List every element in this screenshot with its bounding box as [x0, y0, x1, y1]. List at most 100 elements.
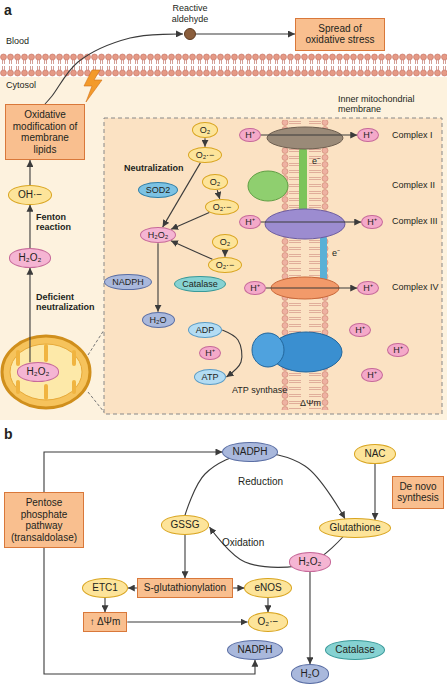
oxygen-ellipse: O₂ [212, 234, 239, 250]
outcome-box: Spread of oxidative stress [295, 18, 385, 51]
proton-ellipse: H⁺ [244, 281, 266, 295]
node-text: GSSG [171, 519, 200, 531]
electron-label: e⁻ [312, 156, 320, 166]
part-label: ATP synthase [232, 385, 287, 395]
node-text: H⁺ [355, 325, 365, 335]
protein-ellipse: eNOS [244, 578, 291, 598]
node-text: H⁺ [367, 370, 377, 380]
pathway-box: Pentose phosphate pathway (transaldolase… [4, 492, 84, 548]
crista [16, 352, 20, 364]
node-text: H₂O₂ [19, 252, 42, 264]
node-text: H⁺ [363, 283, 373, 293]
arrow-connector [267, 598, 268, 613]
superoxide-ellipse: O₂·− [248, 612, 289, 632]
arrow-connector [204, 138, 205, 147]
arrow-connector [29, 268, 30, 363]
cofactor-ellipse: NADPH [104, 274, 152, 290]
cofactor-ellipse: NADPH [227, 640, 282, 660]
region-label: Blood [6, 36, 29, 46]
process-label: Neutralization [124, 163, 184, 173]
arrow-connector [44, 548, 255, 674]
proton-ellipse: H⁺ [387, 343, 409, 357]
node-text: Reactive aldehyde [162, 3, 218, 24]
cytosol-ground [0, 77, 447, 420]
edge-label: Oxidation [222, 537, 264, 549]
node-text: O₂·− [216, 260, 235, 270]
node-text: O₂·− [213, 202, 232, 212]
molecule-ellipse: H₂O₂ [9, 248, 52, 268]
node-text: NADPH [237, 644, 272, 656]
nucleotide-ellipse: ADP [188, 322, 223, 338]
molecule-ellipse: H₂O₂ [17, 362, 60, 382]
node-text: NAC [364, 448, 385, 460]
crista [44, 346, 48, 360]
edge-label: Reduction [238, 476, 283, 488]
arrow-connector [217, 190, 219, 199]
lightning-bolt [84, 70, 102, 102]
oxygen-ellipse: O₂ [192, 122, 219, 138]
node-text: O₂ [220, 237, 231, 247]
edge-label: Deficient neutralization [36, 292, 100, 313]
molecule-ellipse: H₂O₂ [289, 552, 332, 572]
proton-ellipse: H⁺ [239, 215, 261, 229]
proton-ellipse: H⁺ [357, 281, 379, 295]
node-text: SOD2 [146, 185, 171, 195]
complex-label: Complex I [392, 130, 433, 140]
process-box: De novo synthesis [392, 476, 444, 509]
arrow-connector [222, 330, 242, 377]
arrow-connector [157, 243, 158, 312]
arrow-connector [266, 287, 358, 288]
node-text: De novo synthesis [397, 481, 439, 504]
molecule-ellipse: H₂O₂ [140, 227, 177, 243]
proton-ellipse: H⁺ [239, 128, 261, 142]
arrow-connector [104, 598, 105, 613]
radical-ellipse: OH·− [8, 185, 52, 205]
proton-ellipse: H⁺ [349, 323, 371, 337]
crista [72, 352, 76, 364]
structure-label: Inner mitochondrial membrane [338, 94, 438, 115]
electron-label: e⁻ [332, 248, 340, 258]
node-text: H⁺ [205, 348, 215, 358]
superoxide-ellipse: O₂·− [208, 257, 243, 273]
crista [44, 386, 48, 398]
node-text: H⁺ [250, 283, 260, 293]
oxygen-ellipse: O₂ [202, 174, 229, 190]
arrow-connector [29, 205, 30, 249]
complex-label: Complex III [392, 216, 438, 226]
node-text: O₂·− [258, 616, 279, 628]
node-text: Pentose phosphate pathway (transaldolase… [9, 497, 79, 543]
complex-iii [265, 209, 345, 239]
electron-carrier [320, 236, 327, 282]
enzyme-ellipse: Catalase [174, 276, 226, 292]
zoom-line [88, 330, 104, 355]
node-text: H⁺ [245, 130, 255, 140]
inset-panel [104, 118, 442, 414]
superoxide-ellipse: O₂·− [188, 147, 223, 163]
node-text: NADPH [232, 446, 267, 458]
arrow-connector [45, 34, 183, 104]
arrow-connector [185, 453, 345, 519]
arrow-connector [44, 452, 222, 492]
atp-synthase-head [252, 333, 284, 367]
complex-i [267, 127, 343, 149]
node-text: ATP [202, 372, 219, 382]
edge-label: Fenton reaction [36, 212, 98, 233]
node-text: H₂O [150, 315, 167, 325]
node-text: O₂·− [196, 150, 215, 160]
node-text: Spread of oxidative stress [300, 23, 380, 46]
complex-label: Complex II [392, 180, 435, 190]
aldehyde-dot: Reactive aldehyde [184, 28, 196, 40]
arrow-connector [374, 464, 375, 520]
node-text: O₂ [200, 125, 211, 135]
water-ellipse: H₂O [142, 312, 175, 328]
effect-box: ↑ ΔΨm [83, 612, 128, 632]
arrow-connector [261, 134, 358, 135]
node-text: H⁺ [367, 217, 377, 227]
proton-ellipse: H⁺ [199, 346, 221, 360]
node-text: H₂O₂ [299, 556, 322, 568]
node-text: ETC1 [92, 582, 118, 594]
node-text: Catalase [182, 279, 218, 289]
potential-label: ΔΨm [300, 398, 321, 408]
node-text: S-glutathionylation [144, 582, 226, 594]
zoom-line [88, 392, 104, 412]
